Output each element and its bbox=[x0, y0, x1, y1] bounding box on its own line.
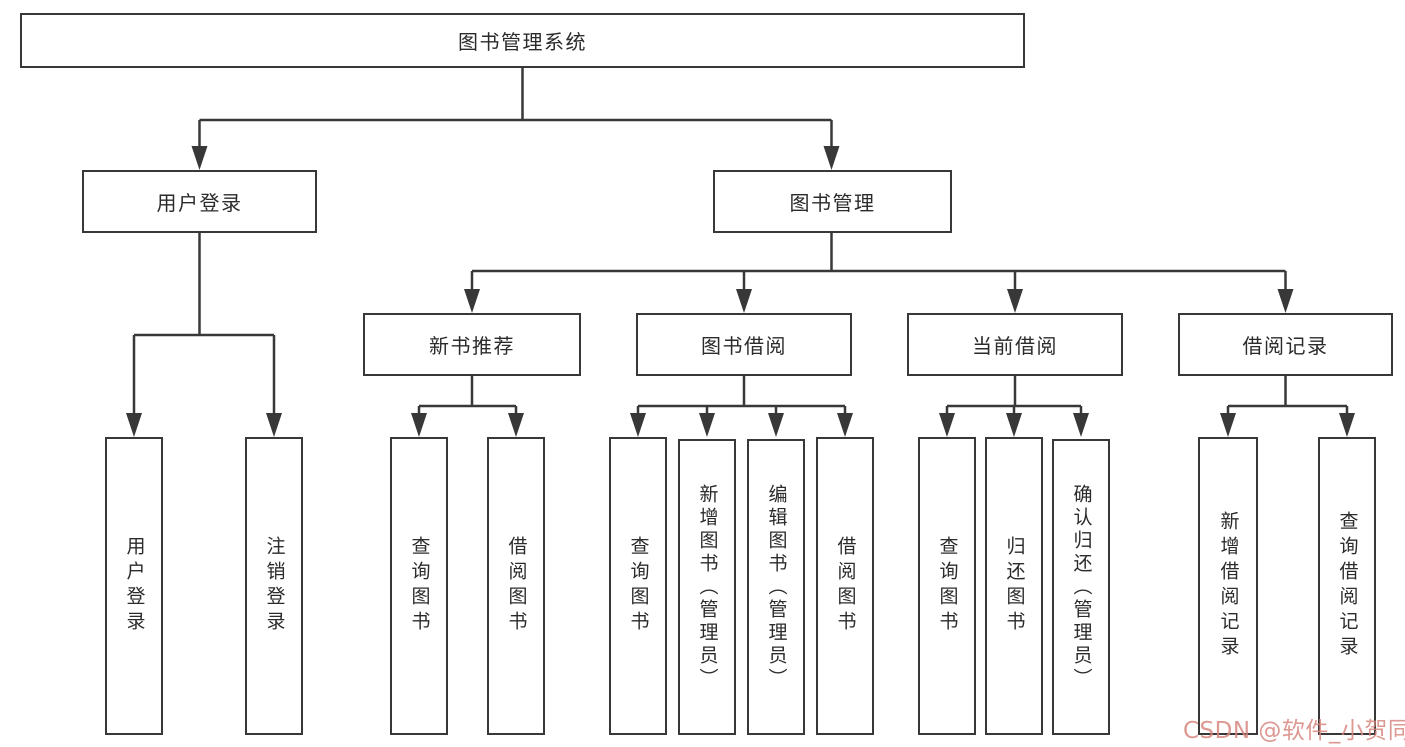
node-root-label: 图书管理系统 bbox=[458, 30, 587, 54]
leaf-add-borrow-record: 新增借阅记录 bbox=[1198, 437, 1258, 735]
leaf-user-login-label: 用户登录 bbox=[123, 536, 146, 636]
leaf-logout: 注销登录 bbox=[245, 437, 303, 735]
node-book-management-label: 图书管理 bbox=[789, 191, 876, 215]
leaf-add-borrow-record-label: 新增借阅记录 bbox=[1217, 511, 1240, 661]
leaf-add-books-admin-label: 新增图书（管理员） bbox=[696, 483, 719, 691]
leaf-edit-books-admin-label: 编辑图书（管理员） bbox=[765, 483, 788, 691]
arrowheads-user-login-leaves bbox=[126, 413, 282, 437]
node-book-management: 图书管理 bbox=[713, 170, 952, 233]
leaf-query-borrow-record-label: 查询借阅记录 bbox=[1336, 511, 1359, 661]
connector-user-login-to-leaves bbox=[132, 233, 276, 414]
node-current-borrowing: 当前借阅 bbox=[907, 313, 1123, 376]
arrowheads-level2 bbox=[191, 146, 840, 170]
node-user-login-label: 用户登录 bbox=[156, 191, 243, 215]
leaf-query-books-2: 查询图书 bbox=[609, 437, 667, 735]
node-current-borrowing-label: 当前借阅 bbox=[972, 334, 1058, 358]
leaf-borrow-books-1-label: 借阅图书 bbox=[505, 536, 528, 636]
node-borrowing-records-label: 借阅记录 bbox=[1242, 334, 1329, 358]
node-book-borrowing-label: 图书借阅 bbox=[701, 334, 787, 358]
leaf-borrow-books-1: 借阅图书 bbox=[487, 437, 545, 735]
connector-book-borrow-to-leaves bbox=[636, 376, 847, 414]
leaf-edit-books-admin: 编辑图书（管理员） bbox=[747, 439, 805, 735]
leaf-confirm-return-admin: 确认归还（管理员） bbox=[1052, 439, 1110, 735]
leaf-query-books-1-label: 查询图书 bbox=[408, 536, 431, 636]
leaf-borrow-books-2: 借阅图书 bbox=[816, 437, 874, 735]
leaf-query-books-2-label: 查询图书 bbox=[627, 536, 650, 636]
connector-records-to-leaves bbox=[1226, 376, 1349, 414]
connector-new-book-to-leaves bbox=[417, 376, 518, 414]
leaf-borrow-books-2-label: 借阅图书 bbox=[834, 536, 857, 636]
arrowheads-level3 bbox=[464, 289, 1294, 313]
node-new-book-recommend: 新书推荐 bbox=[363, 313, 581, 376]
arrowheads-leaves bbox=[411, 413, 1355, 437]
leaf-query-books-3-label: 查询图书 bbox=[936, 536, 959, 636]
leaf-query-books-3: 查询图书 bbox=[918, 437, 976, 735]
leaf-logout-label: 注销登录 bbox=[263, 536, 286, 636]
leaf-query-borrow-record: 查询借阅记录 bbox=[1318, 437, 1376, 735]
leaf-query-books-1: 查询图书 bbox=[390, 437, 448, 735]
leaf-user-login: 用户登录 bbox=[105, 437, 163, 735]
leaf-confirm-return-admin-label: 确认归还（管理员） bbox=[1070, 483, 1093, 691]
node-user-login: 用户登录 bbox=[82, 170, 317, 233]
leaf-return-books: 归还图书 bbox=[985, 437, 1043, 735]
connector-book-mgmt-to-level3 bbox=[470, 233, 1287, 290]
connector-root-to-level2 bbox=[198, 68, 833, 147]
leaf-add-books-admin: 新增图书（管理员） bbox=[678, 439, 736, 735]
node-book-borrowing: 图书借阅 bbox=[636, 313, 852, 376]
node-root-system: 图书管理系统 bbox=[20, 13, 1025, 68]
node-new-book-recommend-label: 新书推荐 bbox=[429, 334, 515, 358]
node-borrowing-records: 借阅记录 bbox=[1178, 313, 1393, 376]
leaf-return-books-label: 归还图书 bbox=[1003, 536, 1026, 636]
connector-current-borrow-to-leaves bbox=[945, 376, 1083, 414]
